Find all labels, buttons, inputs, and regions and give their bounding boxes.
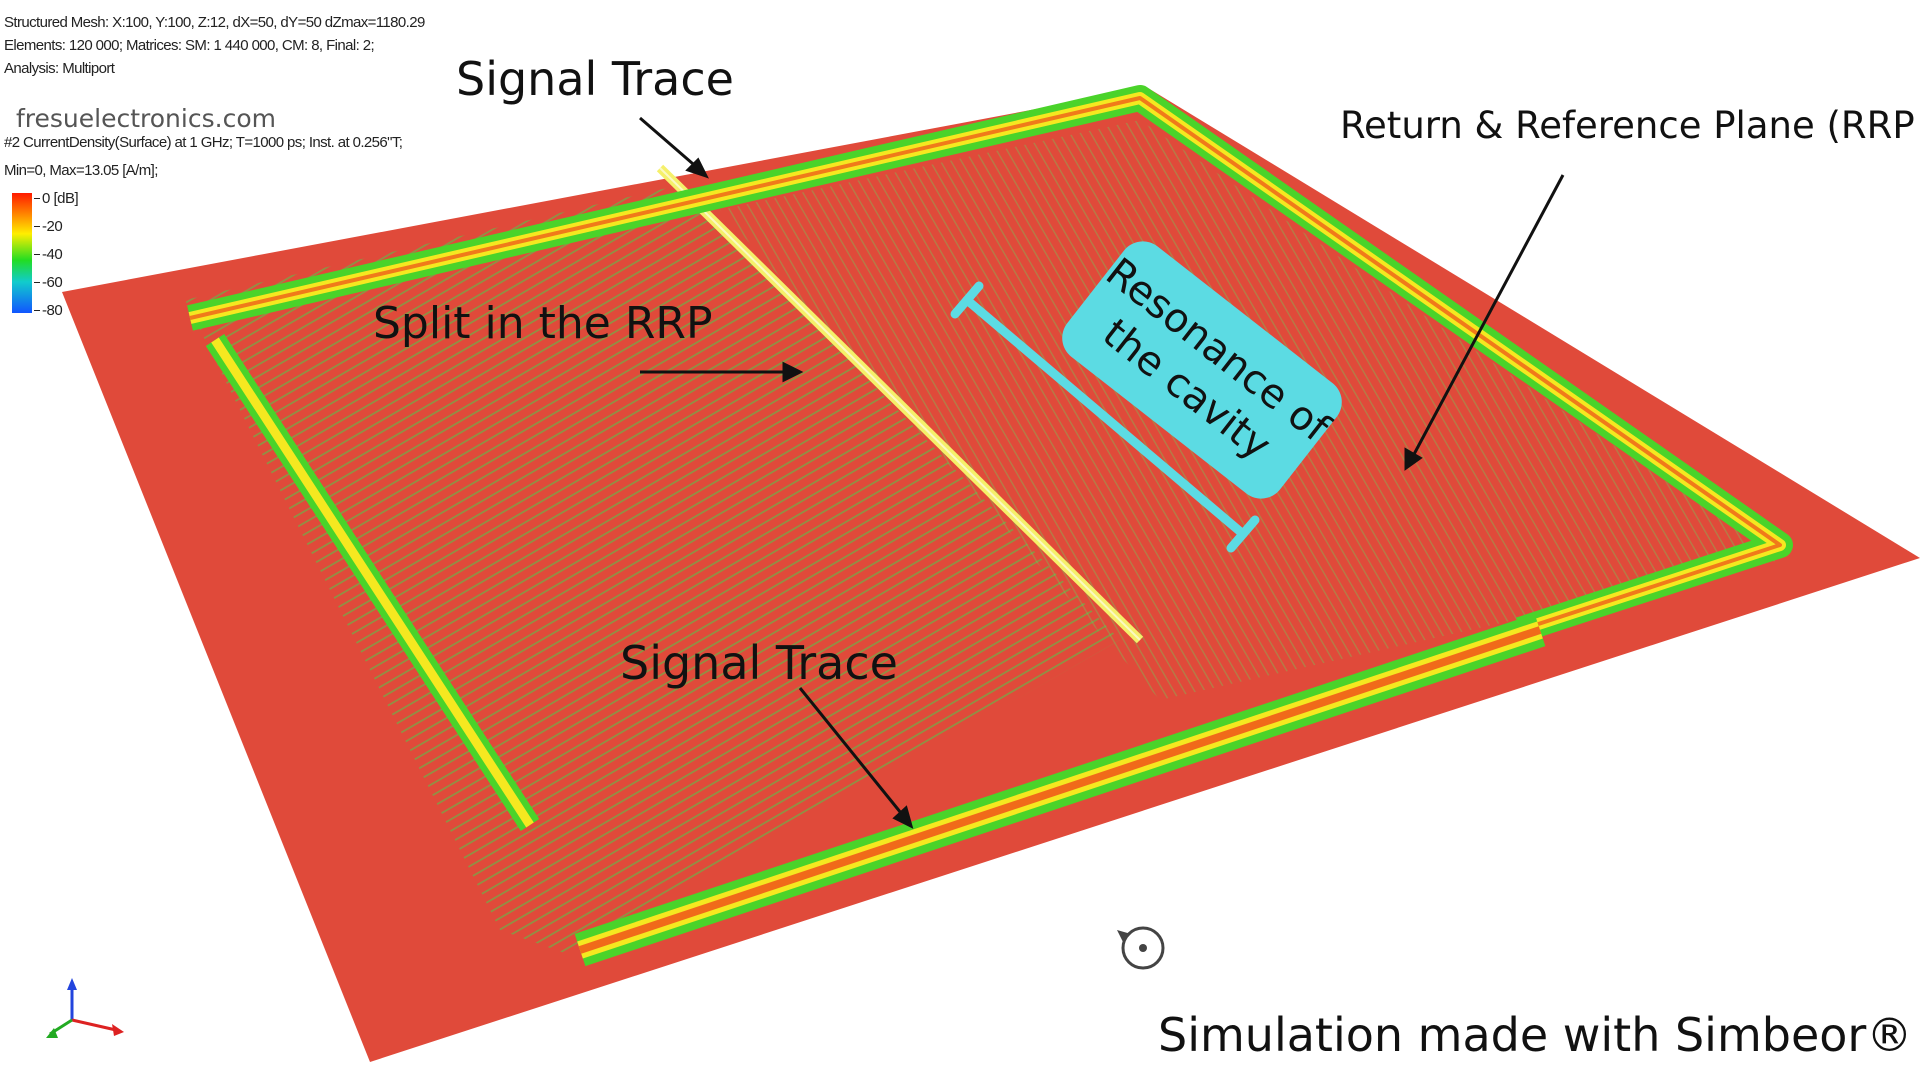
label-signal-trace-bottom: Signal Trace (620, 636, 898, 690)
cavity-measure-bar (950, 281, 1260, 553)
label-return-reference-plane: Return & Reference Plane (RRP (1340, 104, 1915, 147)
min-max-info: Min=0, Max=13.05 [A/m]; (4, 162, 158, 179)
scale-label-40: -40 (42, 246, 63, 263)
brand-watermark: fresuelectronics.com (16, 104, 276, 133)
orientation-axes-icon (46, 978, 124, 1038)
analysis-info: Analysis: Multiport (4, 60, 115, 77)
scale-label-60: -60 (42, 274, 63, 291)
rotate-cursor-icon[interactable] (1117, 926, 1165, 970)
simulation-credit: Simulation made with Simbeor® (1158, 1008, 1913, 1062)
field-region-left (185, 185, 1120, 955)
mesh-info: Structured Mesh: X:100, Y:100, Z:12, dX=… (4, 14, 425, 31)
scale-label-80: -80 (42, 302, 63, 319)
label-signal-trace-top: Signal Trace (456, 52, 734, 106)
scale-label-20: -20 (42, 218, 63, 235)
color-scale-bar (12, 193, 32, 313)
annotation-arrows (639, 116, 1565, 829)
scale-label-0: 0 [dB] (42, 190, 79, 207)
current-density-info: #2 CurrentDensity(Surface) at 1 GHz; T=1… (4, 134, 403, 151)
elements-info: Elements: 120 000; Matrices: SM: 1 440 0… (4, 37, 375, 54)
label-split-rrp: Split in the RRP (373, 298, 713, 349)
